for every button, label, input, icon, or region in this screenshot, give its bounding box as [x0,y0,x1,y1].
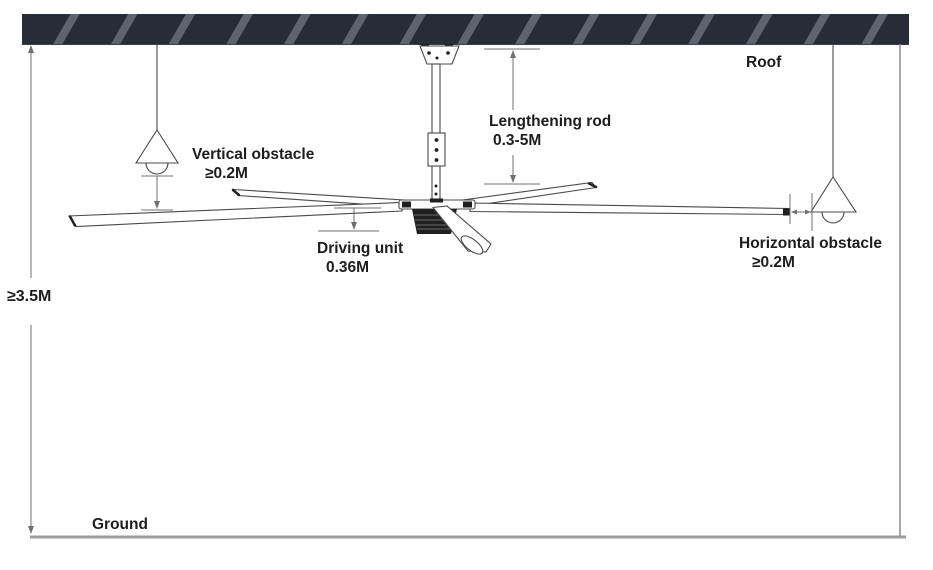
roof-hatched-band [22,14,909,45]
horizontal-obstacle-dimension [789,193,813,231]
lengthening-rod-dimension [484,48,540,185]
mount-bracket [419,44,460,65]
roof-label: Roof [746,54,782,71]
vertical-obstacle-label: Vertical obstacle ≥0.2M [192,145,314,183]
horizontal-obstacle-lamp-icon [810,44,858,224]
vertical-obstacle-dimension [141,175,173,211]
vertical-obstacle-lamp-icon [134,45,180,175]
lengthening-rod [427,63,446,204]
driving-unit-label: Driving unit 0.36M [317,239,403,277]
ceiling-height-label: ≥3.5M [7,288,52,305]
horizontal-obstacle-label-line1: Horizontal obstacle [739,235,882,252]
horizontal-obstacle-label: Horizontal obstacle ≥0.2M [739,234,882,272]
driving-unit-label-line1: Driving unit [317,240,404,257]
horizontal-obstacle-label-line2: ≥0.2M [752,254,795,271]
ground-label: Ground [92,516,148,533]
lengthening-rod-label-line1: Lengthening rod [489,113,612,130]
fan-blade-right [469,202,790,216]
driving-unit-label-line2: 0.36M [326,259,370,276]
ceiling-height-dimension [28,45,34,534]
lengthening-rod-label-line2: 0.3-5M [493,132,542,149]
vertical-obstacle-label-line2: ≥0.2M [205,165,248,182]
driving-unit-dimension [318,207,381,232]
fan-blade-front [431,205,492,255]
lengthening-rod-label: Lengthening rod 0.3-5M [489,112,611,150]
vertical-obstacle-label-line1: Vertical obstacle [192,146,315,163]
fan-blade-left [67,201,403,228]
